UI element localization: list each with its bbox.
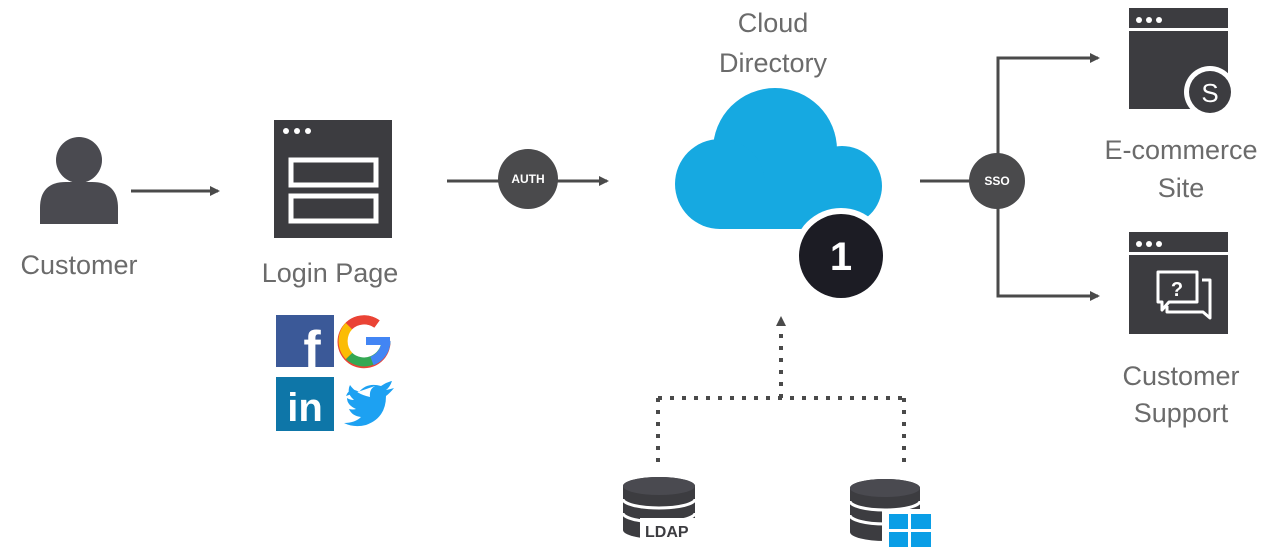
customer-node: Customer — [20, 137, 138, 280]
svg-text:in: in — [287, 386, 323, 430]
social-login-icons: f in — [276, 315, 394, 431]
ecommerce-label-line2: Site — [1158, 173, 1205, 203]
ecommerce-s-glyph: S — [1201, 78, 1218, 108]
cloud-directory-label-line2: Directory — [719, 48, 828, 78]
directory-badge-number: 1 — [830, 235, 852, 279]
svg-text:f: f — [303, 321, 321, 379]
person-icon — [40, 137, 118, 224]
support-label-line2: Support — [1134, 398, 1229, 428]
google-icon — [337, 315, 391, 369]
directory-badge: 1 — [793, 208, 889, 304]
cloud-directory-label-line1: Cloud — [738, 8, 809, 38]
login-page-label: Login Page — [262, 258, 399, 288]
ecommerce-label-line1: E-commerce — [1104, 135, 1257, 165]
facebook-icon: f — [276, 315, 334, 379]
login-page-node: Login Page — [262, 120, 399, 288]
ldap-node: LDAP — [621, 477, 710, 541]
auth-badge: AUTH — [498, 149, 558, 209]
login-window-icon — [274, 120, 392, 238]
twitter-icon — [344, 381, 394, 427]
sso-badge: SSO — [969, 153, 1025, 209]
linkedin-icon: in — [276, 377, 334, 431]
ecommerce-node: S E-commerce Site — [1104, 8, 1258, 203]
cloud-icon — [675, 88, 882, 229]
directory-sync-connectors — [656, 316, 906, 462]
windows-logo-icon — [882, 509, 935, 550]
auth-badge-label: AUTH — [511, 172, 544, 186]
chat-bubbles-icon: ? — [1156, 270, 1212, 320]
active-directory-node — [848, 479, 935, 550]
support-window-icon: ? — [1129, 232, 1228, 334]
cloud-directory-node: Cloud Directory 1 — [675, 8, 889, 304]
ecommerce-window-icon: S — [1129, 8, 1236, 118]
database-icon — [621, 477, 710, 540]
support-question-glyph: ? — [1171, 279, 1183, 301]
ldap-label: LDAP — [645, 524, 689, 541]
support-label-line1: Customer — [1122, 361, 1239, 391]
support-node: ? Customer Support — [1122, 232, 1240, 428]
sso-badge-label: SSO — [984, 174, 1009, 188]
customer-label: Customer — [20, 250, 137, 280]
